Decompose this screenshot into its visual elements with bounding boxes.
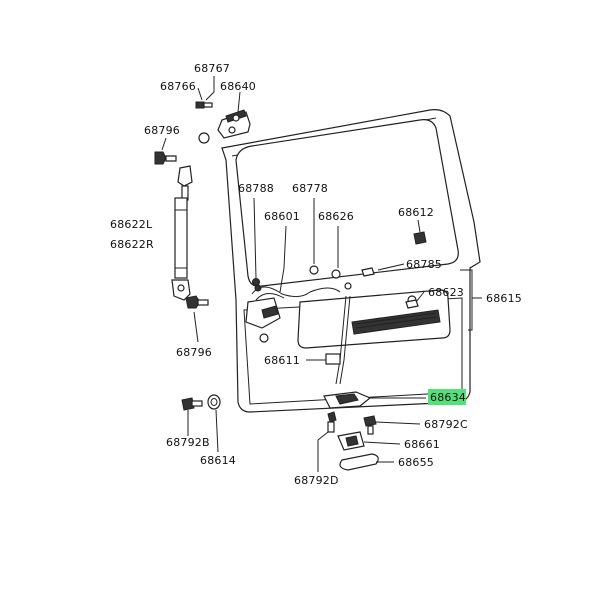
label-68796-top: 68796	[144, 124, 180, 137]
leader-lines	[161, 76, 482, 472]
bolt-68766	[195, 101, 213, 109]
clip-68626	[331, 269, 352, 290]
nut-68796-top-hinge	[198, 132, 210, 144]
label-68766: 68766	[160, 80, 196, 93]
label-68622L: 68622L	[110, 218, 153, 231]
label-68622R: 68622R	[110, 238, 154, 251]
clip-68778	[309, 265, 319, 275]
label-68785: 68785	[406, 258, 442, 271]
label-68792C: 68792C	[424, 418, 468, 431]
label-68626: 68626	[318, 210, 354, 223]
plate-68655	[339, 453, 379, 471]
label-68792D: 68792D	[294, 474, 339, 487]
latch-assembly-68601	[245, 284, 341, 343]
bolt-68792B	[181, 397, 203, 411]
bolt-68796-upper	[154, 151, 177, 165]
part-labels: 68767 68766 68640 68796 68622L 68622R 68…	[110, 62, 522, 487]
label-68640: 68640	[220, 80, 256, 93]
plug-68614	[207, 394, 221, 410]
bolt-68792C	[363, 415, 377, 435]
gas-strut-68622	[171, 165, 193, 301]
label-68655: 68655	[398, 456, 434, 469]
label-68614: 68614	[200, 454, 236, 467]
label-68611: 68611	[264, 354, 300, 367]
bolt-68796-lower	[185, 295, 209, 309]
label-68767: 68767	[194, 62, 230, 75]
label-68796-bottom: 68796	[176, 346, 212, 359]
label-68612: 68612	[398, 206, 434, 219]
label-68792B: 68792B	[166, 436, 210, 449]
label-68788: 68788	[238, 182, 274, 195]
stopper-68612	[413, 231, 427, 245]
switch-68611	[325, 353, 341, 365]
label-68634: 68634	[430, 391, 466, 404]
label-68601: 68601	[264, 210, 300, 223]
bolt-68792D	[327, 411, 337, 433]
hinge-68640	[217, 109, 251, 139]
clip-68785	[361, 267, 419, 309]
label-68623: 68623	[428, 286, 464, 299]
label-68661: 68661	[404, 438, 440, 451]
label-68615: 68615	[486, 292, 522, 305]
lock-68634	[323, 391, 372, 409]
clip-68788	[252, 278, 260, 286]
label-68778: 68778	[292, 182, 328, 195]
highlight-68634	[428, 389, 466, 405]
striker-68661	[337, 431, 365, 451]
